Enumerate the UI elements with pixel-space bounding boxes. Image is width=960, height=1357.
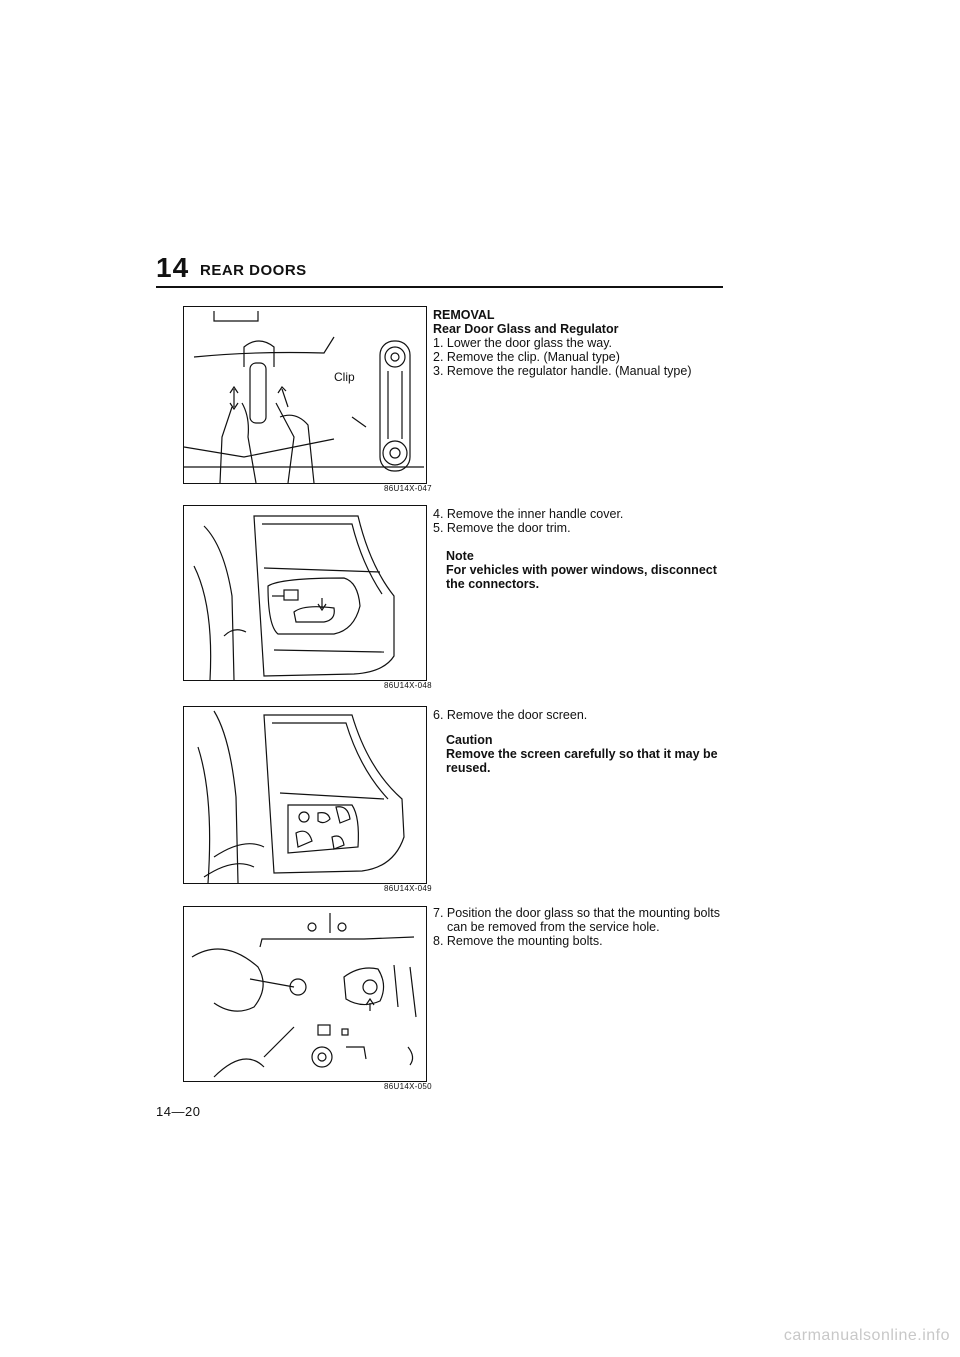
figure-code: 86U14X-050 — [384, 1082, 432, 1091]
screen-steps: 6. Remove the door screen. — [433, 708, 733, 722]
caution-line: reused. — [446, 761, 491, 775]
note-box: Note For vehicles with power windows, di… — [446, 549, 736, 591]
figure-clip-removal: Clip — [183, 306, 427, 484]
caution-box: Caution Remove the screen carefully so t… — [446, 733, 736, 775]
caution-line: Remove the screen carefully so that it m… — [446, 747, 718, 761]
door-trim-illustration — [193, 515, 395, 680]
removal-subheading: Rear Door Glass and Regulator — [433, 322, 619, 336]
step-item: 2. Remove the clip. (Manual type) — [433, 350, 620, 364]
bolt-steps: 7. Position the door glass so that the m… — [433, 906, 733, 948]
trim-steps: 4. Remove the inner handle cover. 5. Rem… — [433, 507, 733, 535]
removal-steps: REMOVAL Rear Door Glass and Regulator 1.… — [433, 308, 733, 378]
door-screen-illustration — [197, 710, 405, 883]
step-item-continued: can be removed from the service hole. — [447, 920, 660, 934]
page-number: 14—20 — [156, 1104, 201, 1119]
header-rule — [156, 286, 723, 288]
clip-callout: Clip — [334, 370, 355, 384]
watermark: carmanualsonline.info — [783, 1327, 950, 1344]
figure-door-trim — [183, 505, 427, 681]
clip-removal-illustration: Clip — [184, 311, 424, 483]
mounting-bolts-illustration — [191, 913, 417, 1078]
removal-heading: REMOVAL — [433, 308, 495, 322]
step-item: 5. Remove the door trim. — [433, 521, 571, 535]
step-item: 3. Remove the regulator handle. (Manual … — [433, 364, 692, 378]
step-item: 4. Remove the inner handle cover. — [433, 507, 624, 521]
figure-code: 86U14X-047 — [384, 484, 432, 493]
step-item: 1. Lower the door glass the way. — [433, 336, 613, 350]
step-item: 8. Remove the mounting bolts. — [433, 934, 603, 948]
section-number: 14 — [156, 252, 190, 283]
section-title: REAR DOORS — [200, 262, 307, 279]
figure-code: 86U14X-048 — [384, 681, 432, 690]
note-line: the connectors. — [446, 577, 540, 591]
figure-code: 86U14X-049 — [384, 884, 432, 893]
step-item: 6. Remove the door screen. — [433, 708, 588, 722]
note-line: For vehicles with power windows, disconn… — [446, 563, 717, 577]
section-header: 14 REAR DOORS — [156, 252, 723, 288]
note-title: Note — [446, 549, 474, 563]
step-item: 7. Position the door glass so that the m… — [433, 906, 720, 920]
figure-mounting-bolts — [183, 906, 427, 1082]
caution-title: Caution — [446, 733, 493, 747]
figure-door-screen — [183, 706, 427, 884]
